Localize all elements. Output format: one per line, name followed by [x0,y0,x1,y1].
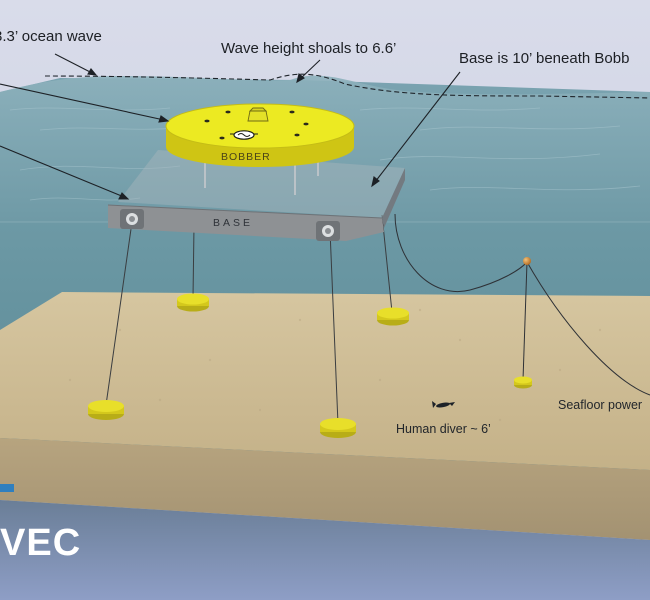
callout-arrows [0,53,461,200]
ocean-wave-callout: 3.3’ ocean wave [0,28,102,45]
seafloor-front-face [0,438,650,540]
diver-silhouette [432,401,455,408]
base-pulleys [120,209,340,241]
anchor-front-right [320,418,356,438]
logo-accent-mark [0,484,14,492]
bobber-emblem [230,130,258,140]
anchor-back-right [377,307,409,326]
brand-logo-text: VEC [0,522,82,564]
bottom-band [0,500,650,600]
base-platform-edge [107,204,383,219]
anchor-back-left [177,293,209,312]
base-platform-side [382,168,405,228]
seafloor-texture [68,308,602,422]
wave-shoal-callout: Wave height shoals to 6.6’ [221,40,397,57]
diver-label: Human diver ~ 6’ [396,422,491,436]
power-cable [394,213,650,396]
anchor-front-left [88,400,124,420]
bobber-buoy [165,103,355,167]
base-platform-top [118,150,405,218]
base-platform-front [108,205,384,241]
subsurface-buoy [523,257,531,265]
anchor-cable-mount [514,376,532,389]
base-label: BASE [213,217,254,229]
bobber-hatch [247,107,269,122]
seafloor-top [0,292,650,470]
surface-ripples [9,107,641,201]
base-depth-callout: Base is 10’ beneath Bobb [459,50,630,67]
seafloor-power-label: Seafloor power [558,398,643,412]
wave-height-line [44,73,650,99]
bobber-bolt-holes [204,110,309,140]
bobber-label: BOBBER [221,151,271,163]
anchor-blocks [88,293,532,438]
